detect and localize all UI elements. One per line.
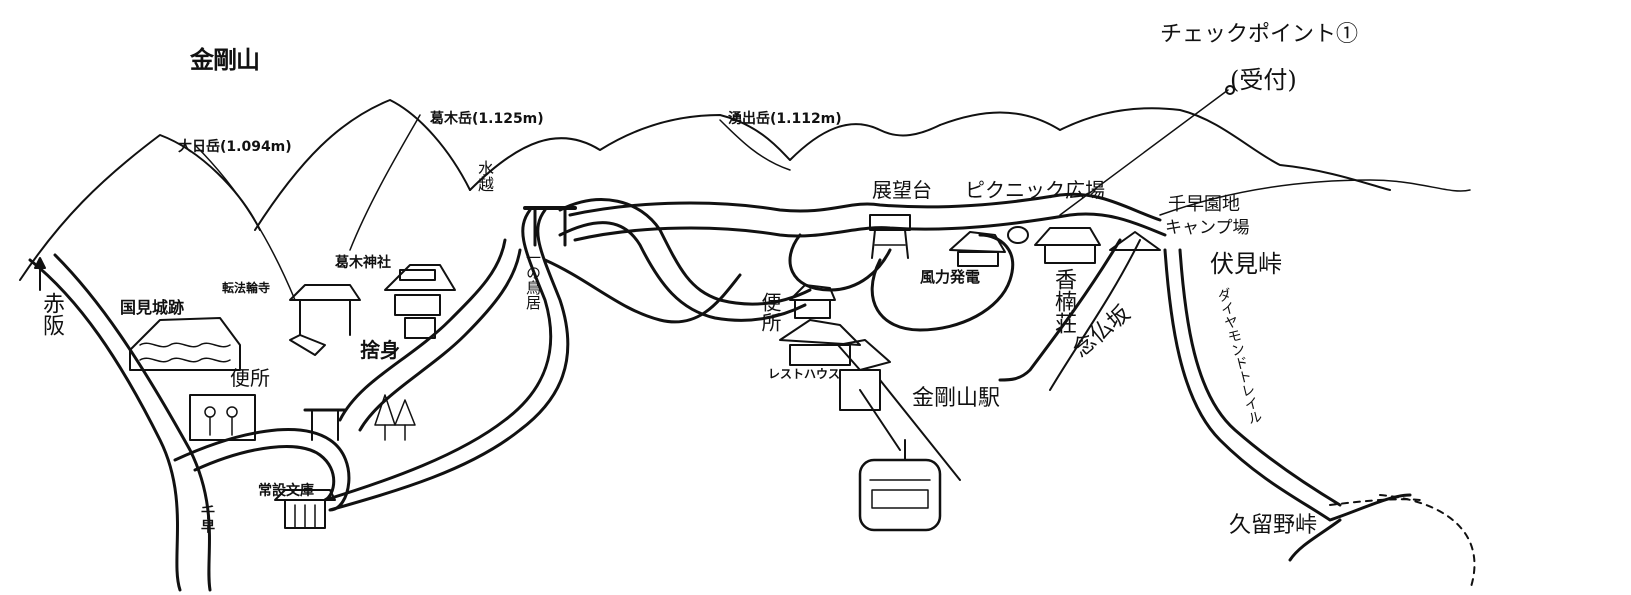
ropeway-line-2 [859, 389, 901, 451]
toilet-building-1 [189, 394, 256, 441]
place-benjo-1: 便所 [230, 366, 270, 390]
checkpoint-label: チェックポイント① [1160, 22, 1359, 47]
place-torii: 一の鳥居 [524, 250, 542, 310]
trail-low-outer [543, 258, 742, 324]
checkpoint-sub-label: (受付) [1230, 66, 1297, 94]
place-resthouse: レストハウス [768, 367, 841, 381]
trail-west-loop-outer [173, 208, 570, 512]
trail-diamond-inner [1178, 248, 1342, 507]
place-tenpou: 転法輪寺 [222, 281, 271, 295]
trail-ridge-east-outer [568, 192, 1162, 222]
ridge-center [469, 114, 941, 191]
wind-power-building [949, 231, 1006, 267]
torii-gate-west [303, 408, 347, 441]
trail-kuruno [1288, 518, 1342, 562]
place-camp: キャンプ場 [1165, 218, 1250, 238]
place-shari: 捨身 [360, 338, 400, 362]
kokenjo-building [129, 317, 241, 371]
observation-deck [869, 214, 911, 259]
trees-west [374, 394, 416, 441]
place-katsuragi-shrine: 葛木神社 [335, 255, 391, 271]
torii-gate-main [523, 206, 577, 247]
trail-dashed-south [1379, 494, 1476, 591]
trail-central-loop [788, 233, 892, 292]
trail-katsuragi-path [338, 238, 507, 422]
trail-ridge-east-inner [573, 212, 1167, 242]
ridge-daibi [19, 134, 261, 281]
place-benjo-2: 便所 [758, 292, 782, 332]
akasaka-arrow-head [34, 257, 46, 269]
ridge-katsuragi [254, 99, 471, 231]
ridge-far-right [1159, 179, 1471, 216]
main-trail-outer [28, 258, 182, 592]
place-kokenjo: 国見城跡 [120, 298, 185, 317]
place-chihaya-camp: 千早園地 [1168, 194, 1240, 215]
main-trail-inner [53, 253, 212, 592]
trail-diamond-outer [1163, 248, 1412, 522]
peak-label-daibi: 大日岳(1.094m) [178, 139, 292, 155]
checkpoint-pointer [1059, 89, 1229, 216]
place-sekaibunko: 常設文庫 [258, 483, 314, 499]
ropeway-gondola [858, 439, 942, 532]
place-fushimi: 伏見峠 [1210, 250, 1282, 278]
katsuragi-shrine [384, 264, 456, 339]
place-chihaya-low: 千早 [199, 505, 215, 533]
place-kanon: 香楠荘 [1051, 268, 1076, 334]
trail-torii-east-inner [558, 221, 807, 322]
trail-west-loop-inner [193, 208, 553, 502]
peak-label-yude: 湧出岳(1.112m) [728, 111, 842, 127]
checkpoint-pointer-head [1225, 85, 1235, 95]
place-akasaka: 赤阪 [39, 292, 64, 336]
peak-line-daibi [194, 144, 296, 301]
trail-nenbutsu [1049, 239, 1141, 391]
ropeway-station [837, 339, 891, 411]
kanon-lodge [1034, 227, 1101, 264]
trail-torii-east-outer [558, 198, 812, 306]
peak-label-katsuragi: 葛木岳(1.125m) [430, 111, 544, 127]
toilet-building-2 [789, 284, 836, 319]
place-kongosan-station: 金剛山駅 [912, 386, 1001, 411]
peak-line-katsuragi [349, 114, 421, 251]
place-tenboudai: 展望台 [872, 178, 932, 202]
tenpou-temple [289, 284, 361, 356]
ridge-right [939, 107, 1391, 191]
camp-tent [1109, 231, 1161, 251]
trail-plaza-loop [870, 233, 1015, 332]
plaza-bench [1007, 226, 1029, 244]
peak-line-yude [719, 119, 791, 171]
rest-house [779, 319, 861, 366]
ropeway-line-1 [879, 379, 961, 481]
trail-kanon [998, 238, 1122, 382]
place-mizukoshi: 水越 [475, 160, 494, 192]
place-picnic: ピクニック広場 [965, 178, 1105, 202]
sekaibunko-building [274, 489, 336, 529]
place-kuruno: 久留野峠 [1228, 513, 1317, 538]
place-furyoku: 風力発電 [920, 268, 981, 286]
map-title: 金剛山 [190, 46, 260, 74]
trail-dashed-2 [1329, 498, 1421, 506]
